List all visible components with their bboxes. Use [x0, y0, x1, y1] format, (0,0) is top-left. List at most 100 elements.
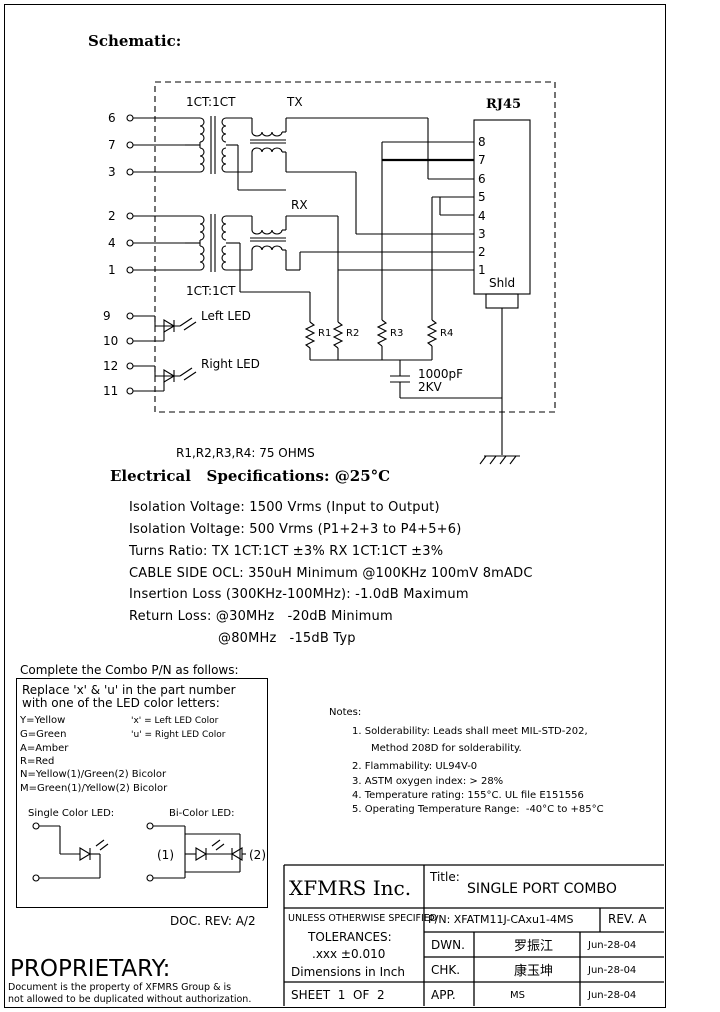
u-desc: 'u' = Right LED Color	[131, 730, 226, 740]
dwn-signature: 罗振江	[514, 939, 554, 954]
tx-label: TX	[287, 95, 303, 109]
chk-date: Jun-28-04	[588, 965, 637, 976]
spec-line: Isolation Voltage: 500 Vrms (P1+2+3 to P…	[129, 522, 462, 537]
tx-ratio-label: 1CT:1CT	[186, 95, 236, 109]
spec-line: Turns Ratio: TX 1CT:1CT ±3% RX 1CT:1CT ±…	[129, 544, 444, 559]
color-code: A=Amber	[20, 743, 69, 754]
left-led-label: Left LED	[201, 309, 251, 323]
led-right	[126, 362, 197, 395]
led-pin-12: 12	[103, 359, 119, 373]
capacitor	[390, 308, 503, 455]
bicolor-1-label: (1)	[157, 848, 174, 862]
spec-line: Isolation Voltage: 1500 Vrms (Input to O…	[129, 500, 440, 515]
x-desc: 'x' = Left LED Color	[131, 716, 219, 726]
cap-value: 1000pF	[418, 367, 464, 381]
unless-specified: UNLESS OTHERWISE SPECIFIED	[288, 913, 438, 924]
spec-line: @80MHz -15dB Typ	[218, 631, 356, 646]
r1-label: R1	[318, 328, 332, 339]
left-pin-leads	[126, 114, 200, 274]
bicolor-2-label: (2)	[249, 848, 266, 862]
note-item: 1. Solderability: Leads shall meet MIL-S…	[352, 726, 588, 737]
note-item: 3. ASTM oxygen index: > 28%	[352, 776, 504, 787]
proprietary-line2: not allowed to be duplicated without aut…	[8, 994, 252, 1005]
rj45-pin-1: 1	[478, 263, 486, 277]
single-led-label: Single Color LED:	[28, 808, 115, 819]
r2-label: R2	[346, 328, 360, 339]
tx-transformer	[185, 116, 287, 191]
resistor-note: R1,R2,R3,R4: 75 OHMS	[176, 446, 315, 460]
led-pin-10: 10	[103, 334, 119, 348]
electrical-heading: Electrical Specifications: @25°C	[110, 467, 391, 485]
drawing-title: SINGLE PORT COMBO	[467, 881, 617, 897]
pin-4: 4	[108, 236, 116, 250]
tolerance-value: .xxx ±0.010	[312, 947, 386, 961]
rj45-pin-6: 6	[478, 172, 486, 186]
shield-tab	[485, 293, 519, 309]
note-item: 2. Flammability: UL94V-0	[352, 761, 478, 772]
drawing-frame	[4, 4, 666, 1008]
combo-replace-line2: with one of the LED color letters:	[22, 696, 220, 710]
rj45-pin-5: 5	[478, 190, 486, 204]
color-code: M=Green(1)/Yellow(2) Bicolor	[20, 783, 168, 794]
schematic-boundary	[154, 81, 556, 413]
bicolor-led-label: Bi-Color LED:	[169, 808, 235, 819]
led-pin-11: 11	[103, 384, 119, 398]
schematic-diagram	[126, 81, 556, 465]
chk-label: CHK.	[431, 963, 461, 977]
pin-2: 2	[108, 209, 116, 223]
proprietary-line1: Document is the property of XFMRS Group …	[8, 982, 232, 993]
part-number: P/N: XFATM11J-CAxu1-4MS	[428, 913, 574, 926]
spec-line: CABLE SIDE OCL: 350uH Minimum @100KHz 10…	[129, 566, 533, 581]
app-signature: MS	[510, 990, 525, 1001]
right-led-label: Right LED	[201, 357, 260, 371]
r4-label: R4	[440, 328, 454, 339]
proprietary-title: PROPRIETARY:	[10, 956, 171, 982]
rj45-pin-8: 8	[478, 135, 486, 149]
title-label: Title:	[430, 870, 460, 884]
dwn-date: Jun-28-04	[588, 940, 637, 951]
color-code: G=Green	[20, 729, 67, 740]
combo-replace-line1: Replace 'x' & 'u' in the part number	[22, 683, 236, 697]
app-label: APP.	[431, 988, 456, 1002]
spec-line: Return Loss: @30MHz -20dB Minimum	[129, 609, 393, 624]
spec-line: Insertion Loss (300KHz-100MHz): -1.0dB M…	[129, 587, 469, 602]
notes-heading: Notes:	[329, 707, 362, 718]
revision: REV. A	[608, 912, 647, 926]
cap-voltage: 2KV	[418, 380, 442, 394]
resistors	[304, 319, 438, 361]
schematic-heading: Schematic:	[88, 32, 182, 50]
chk-signature: 康玉坤	[514, 964, 554, 979]
note-item: 5. Operating Temperature Range: -40°C to…	[352, 804, 604, 815]
note-item: 4. Temperature rating: 155°C. UL file E1…	[352, 790, 584, 801]
note-item: Method 208D for solderability.	[371, 743, 522, 754]
color-code: N=Yellow(1)/Green(2) Bicolor	[20, 769, 167, 780]
led-left	[126, 312, 197, 345]
pin-1: 1	[108, 263, 116, 277]
sheet-number: SHEET 1 OF 2	[291, 988, 385, 1002]
doc-revision: DOC. REV: A/2	[170, 914, 256, 928]
rj45-pin-4: 4	[478, 209, 486, 223]
title-block-grid	[283, 864, 664, 1006]
company-name: XFMRS Inc.	[289, 876, 412, 900]
ground-symbol	[479, 455, 520, 465]
rj45-label: RJ45	[486, 97, 522, 112]
rj45-pin-3: 3	[478, 227, 486, 241]
color-code: Y=Yellow	[20, 715, 66, 726]
rx-transformer	[185, 214, 310, 293]
rx-label: RX	[291, 198, 308, 212]
pin-3: 3	[108, 165, 116, 179]
tolerances-label: TOLERANCES:	[308, 930, 392, 944]
rx-ratio-label: 1CT:1CT	[186, 284, 236, 298]
r3-label: R3	[390, 328, 404, 339]
led-legend-symbols	[32, 822, 246, 882]
combo-box	[16, 678, 268, 908]
color-code: R=Red	[20, 756, 55, 767]
rj45-pin-2: 2	[478, 245, 486, 259]
rj45-pin-7: 7	[478, 153, 486, 167]
dwn-label: DWN.	[431, 938, 465, 952]
shield-label: Shld	[489, 276, 516, 290]
app-date: Jun-28-04	[588, 990, 637, 1001]
combo-heading: Complete the Combo P/N as follows:	[20, 663, 239, 677]
pin-7: 7	[108, 138, 116, 152]
pin-6: 6	[108, 111, 116, 125]
